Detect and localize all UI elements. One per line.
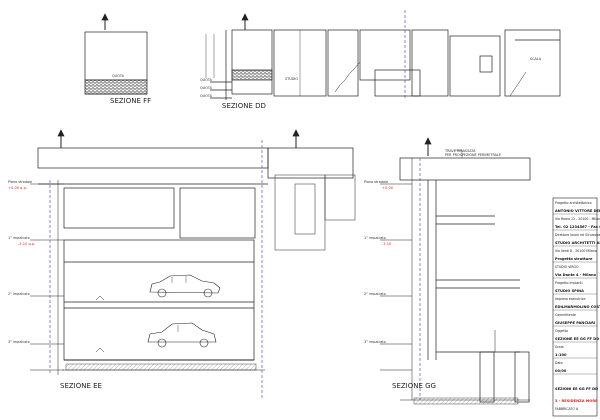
label-road-gg: Piano stradale: [364, 180, 388, 184]
label-floor1-ee: 1° impalcato: [8, 236, 30, 240]
label-floor1-gg: 1° impalcato: [364, 236, 386, 240]
section-ff: QUOTA: [84, 13, 148, 95]
title-block-code: SEZIONI EE GG FF DD: [555, 387, 598, 391]
title-block-line: ANTONIO VITTORE DEL MARMORE: [555, 209, 600, 213]
title-block-line: Direttore lavori ed Sicurezza: [555, 233, 600, 237]
title-block-line: Scala: [555, 345, 564, 349]
svg-text:QUOTA: QUOTA: [200, 78, 213, 82]
label-red-ee-2: -3.10 q.p.: [18, 242, 35, 246]
label-gg-note-2: PER PROSPEZIONE PERIMETRALE: [445, 153, 501, 157]
title-block-line: STUDIO ARCHITETTI ASSOCIATI: [555, 241, 600, 245]
title-block-line: STUDIO SPINA: [555, 289, 584, 293]
section-dd: QUOTA QUOTA QUOTA STUDIO SCALA: [200, 10, 561, 100]
title-block-line: GIUSEPPE PANCIARI: [555, 321, 595, 325]
label-floor2-ee: 2° impalcato: [8, 292, 30, 296]
svg-text:QUOTA: QUOTA: [200, 86, 213, 90]
title-block-line: Via Dante 4 - Milano: [555, 273, 597, 277]
title-sezione-gg: SEZIONE GG: [392, 382, 436, 390]
label-floor2-gg: 2° impalcato: [364, 292, 386, 296]
title-block-foot: FABBRICATO A: [555, 407, 579, 411]
svg-text:SCALA: SCALA: [530, 57, 542, 61]
title-block-line: 00/00: [555, 369, 567, 373]
svg-text:STUDIO: STUDIO: [285, 77, 298, 81]
section-gg: [380, 137, 531, 405]
title-block-line: Oggetto: [555, 329, 568, 333]
label-floor3-gg: 3° impalcato: [364, 340, 386, 344]
title-block-line: Impresa esecutrice: [555, 297, 585, 301]
title-block-line: Committente: [555, 313, 576, 317]
label-gg-note-1: TRAVE RIBASSATA: [444, 149, 476, 153]
title-block-line: STUDIO VIRGO: [555, 265, 579, 269]
title-block-line: Data: [555, 361, 563, 365]
title-block-line: Progetto architettonico: [555, 201, 592, 205]
label-red-ee-1: +0.00 q.p.: [8, 186, 27, 190]
svg-text:QUOTA: QUOTA: [200, 94, 213, 98]
svg-text:QUOTA: QUOTA: [112, 74, 125, 78]
label-red-gg-2: -3.10: [382, 242, 392, 246]
title-block-line: Via Roma 12 - 20100 - Milano: [555, 217, 600, 221]
title-block-line: SEZIONE EE GG FF DD: [555, 337, 599, 341]
title-block-revision: 3 - RESIDENZA MORE: [555, 399, 598, 403]
title-block-line: Progetto strutture: [555, 257, 593, 261]
title-block-line: Via Verdi 8 - 20100 Milano: [555, 249, 597, 253]
title-block-line: 1:100: [555, 353, 567, 357]
section-ee: [30, 129, 356, 400]
label-road-ee: Piano stradale: [8, 180, 32, 184]
title-block-line: Progetto impianti: [555, 281, 583, 285]
label-floor3-ee: 3° impalcato: [8, 340, 30, 344]
title-block-line: EDILMARMOLINO COSTR.: [555, 305, 600, 309]
title-sezione-dd: SEZIONE DD: [222, 102, 266, 110]
title-block-line: Tel. 02 1234567 - Fax 02 7654321: [555, 225, 600, 229]
title-sezione-ee: SEZIONE EE: [60, 382, 102, 390]
label-red-gg-1: +0.00: [382, 186, 394, 190]
title-sezione-ff: SEZIONE FF: [110, 97, 151, 105]
